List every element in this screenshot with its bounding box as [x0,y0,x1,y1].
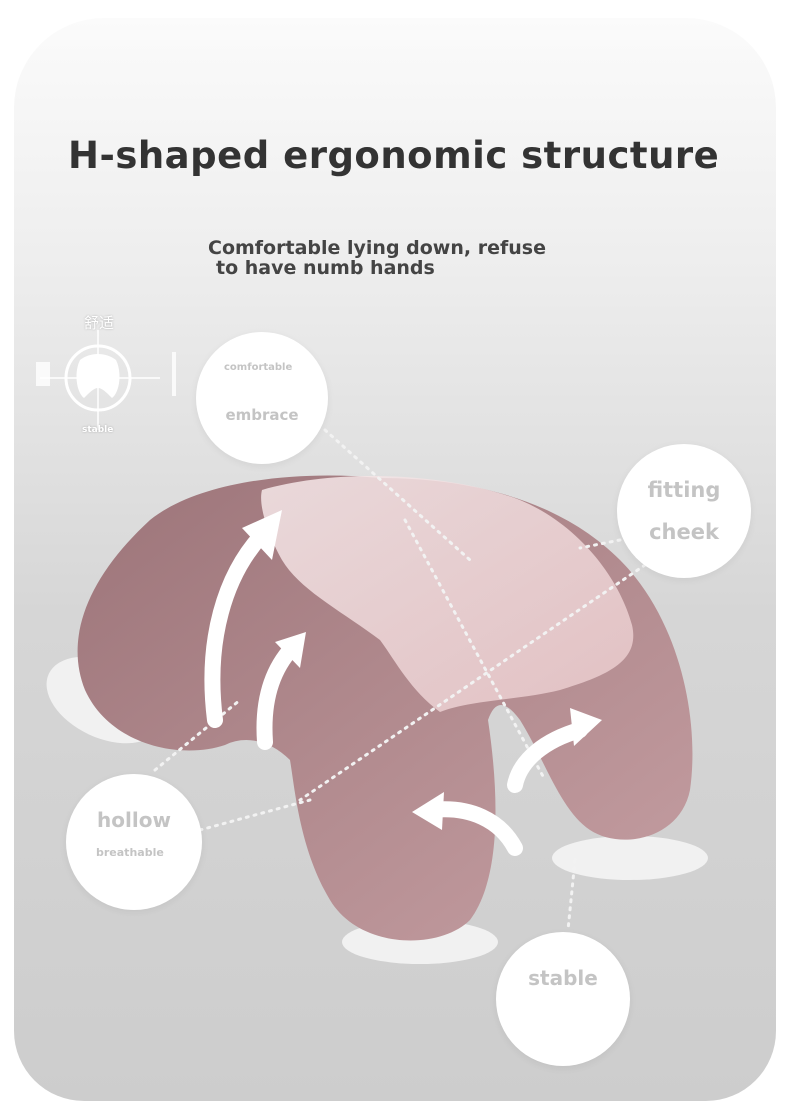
subtitle-line-2: to have numb hands [216,257,435,279]
arrows [204,527,588,856]
bubble-embrace: comfortable embrace [196,332,328,464]
icon-label-bottom: stable [82,425,114,435]
bubble-stable: stable [496,932,630,1066]
arrow-heads [242,510,602,830]
subtitle: Comfortable lying down, refuse to have n… [208,238,588,278]
bubble-embrace-small: comfortable [224,362,293,373]
pillow-top-pad [261,476,634,712]
bubble-hollow-small: breathable [96,846,164,859]
arrow-head-1 [242,510,282,560]
arrow-head-3 [570,708,602,746]
page-title: H-shaped ergonomic structure [68,134,720,177]
bubble-embrace-large: embrace [225,406,299,424]
connector-lines [153,428,647,932]
arrow-head-2 [275,632,306,668]
shadow-disc-right [552,836,708,880]
structure-diagram-icon [36,330,176,430]
arrow-head-4 [412,792,444,830]
subtitle-line-1: Comfortable lying down, refuse [208,237,546,259]
bubble-hollow-large: hollow [97,808,171,832]
icon-label-top: 舒适 [84,314,115,332]
bubble-fitting-line1: fitting [647,478,721,502]
bubble-hollow: hollow breathable [66,774,202,910]
bubble-fitting-cheek: fitting cheek [617,444,751,578]
bubble-fitting-line2: cheek [649,520,719,544]
bubble-stable-large: stable [528,966,598,990]
